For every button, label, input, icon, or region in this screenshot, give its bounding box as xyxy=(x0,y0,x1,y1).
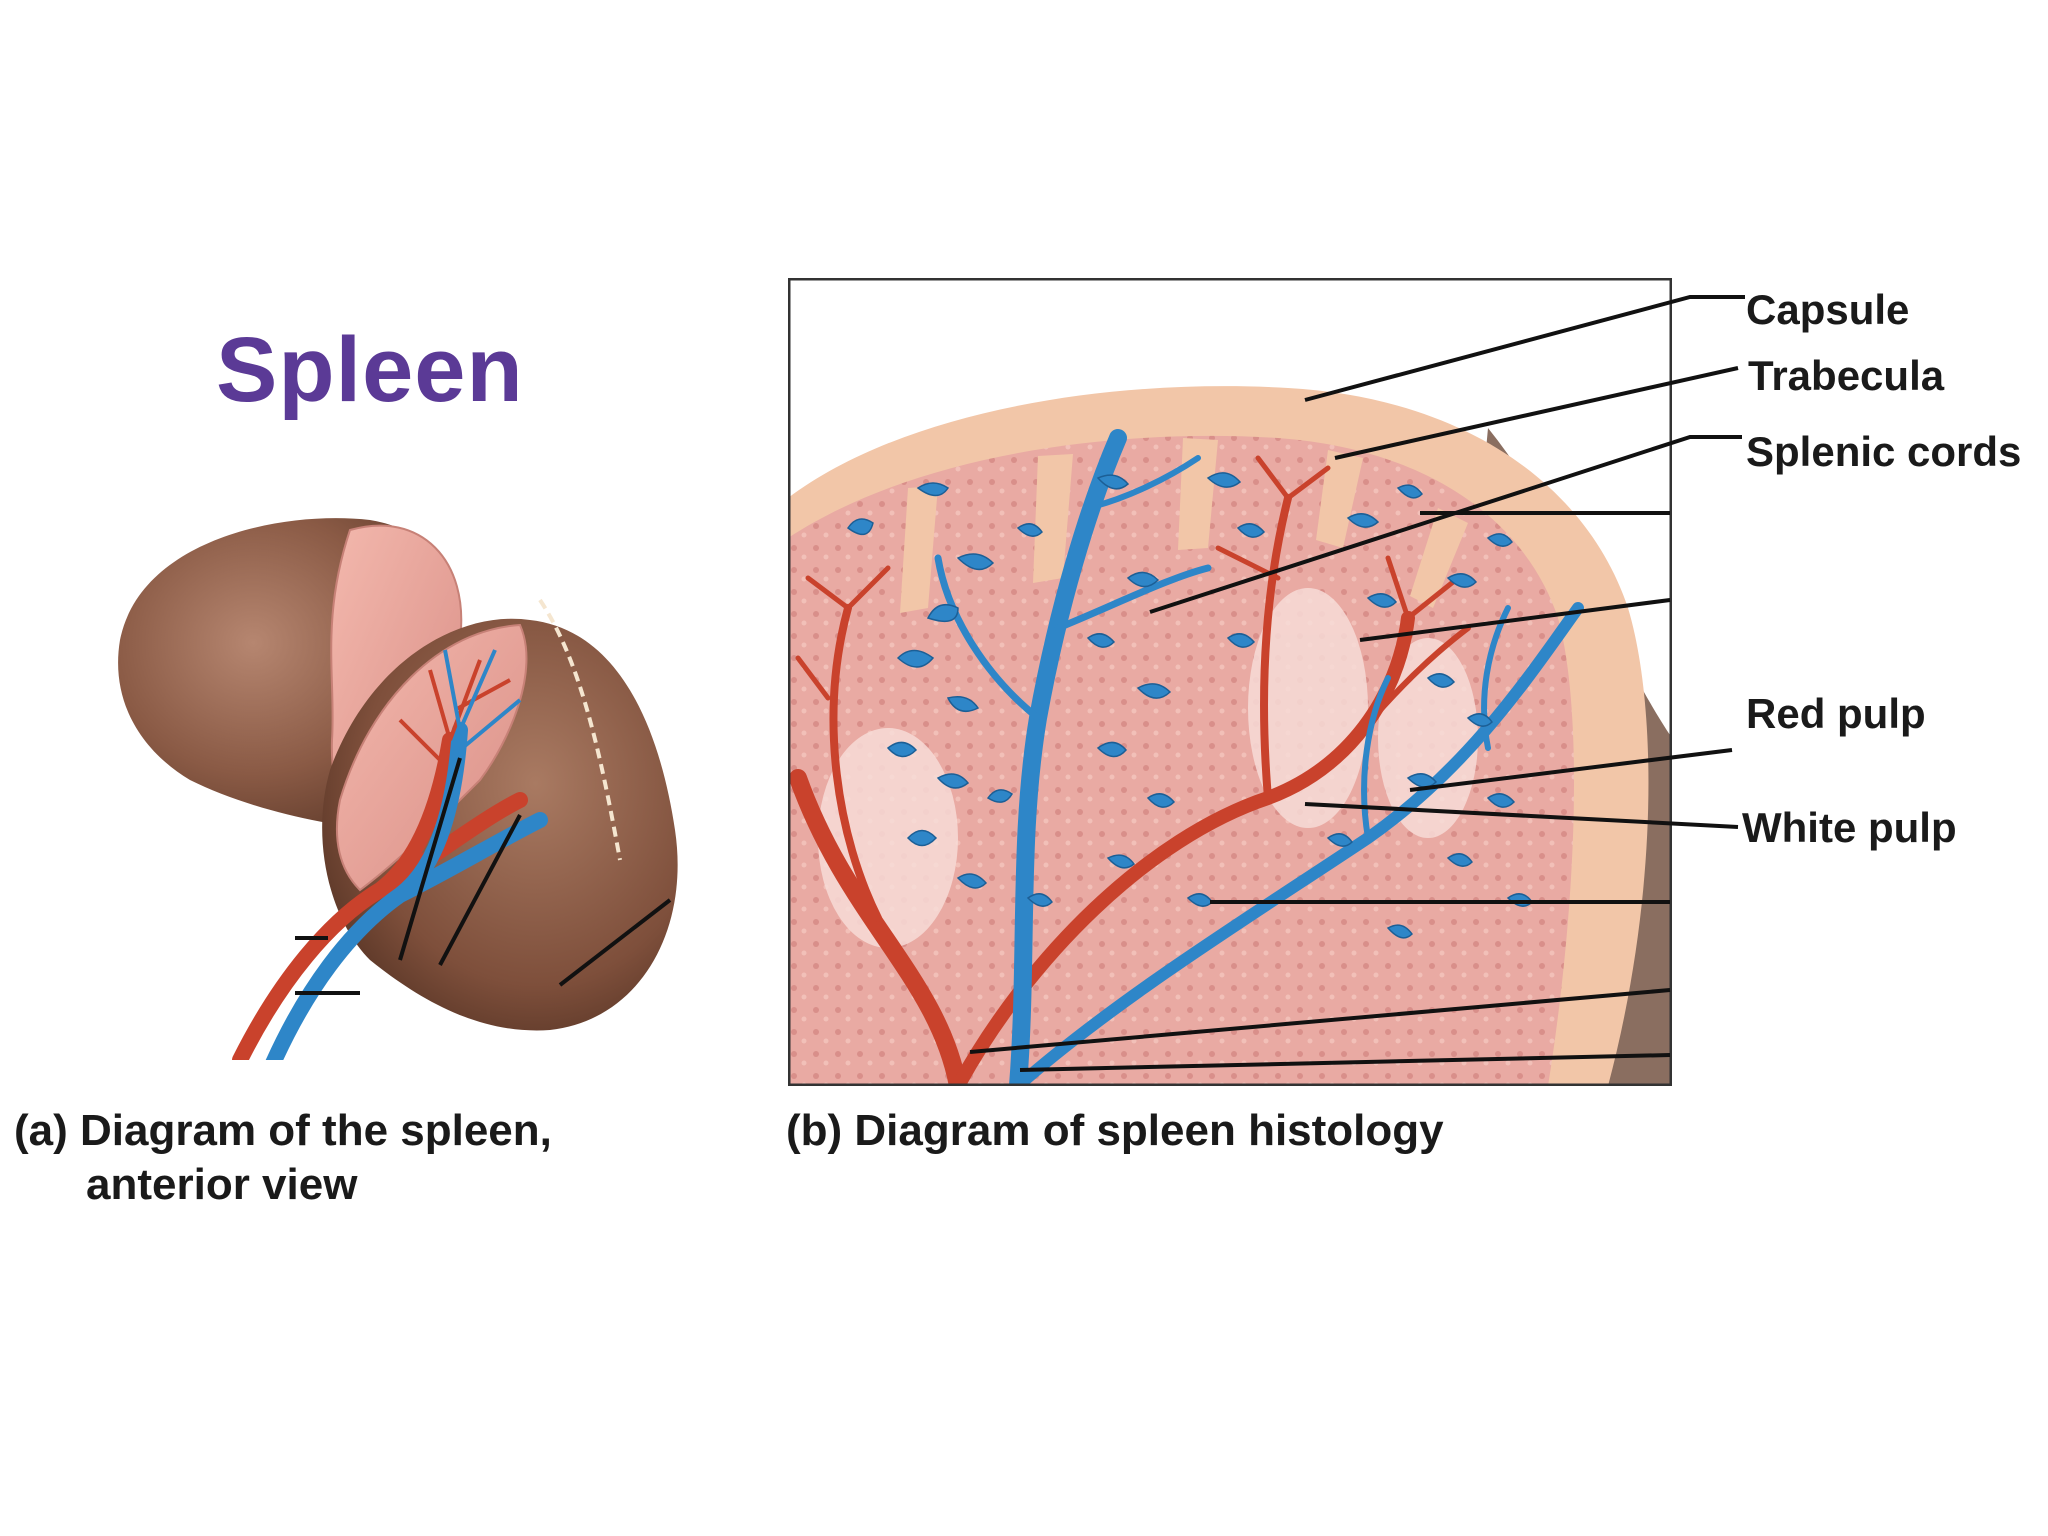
label-trabecula: Trabecula xyxy=(1748,352,1945,399)
spleen-histology-illustration xyxy=(788,278,1672,1086)
section-dashed-line xyxy=(538,598,622,861)
caption-a-line1: (a) Diagram of the spleen, xyxy=(14,1106,552,1155)
label-white-pulp: White pulp xyxy=(1742,804,1957,851)
splenic-vein xyxy=(265,722,548,1060)
spleen-anterior-illustration xyxy=(118,518,678,1060)
splenic-artery xyxy=(232,732,528,1060)
caption-a-line2: anterior view xyxy=(86,1160,358,1209)
label-capsule: Capsule xyxy=(1746,286,1910,333)
label-red-pulp: Red pulp xyxy=(1746,690,1926,737)
label-splenic-cords: Splenic cords xyxy=(1746,428,2022,475)
figure-title: Spleen xyxy=(216,319,524,421)
caption-a: (a) Diagram of the spleen, anterior view xyxy=(14,1104,552,1212)
caption-b: (b) Diagram of spleen histology xyxy=(786,1106,1444,1155)
